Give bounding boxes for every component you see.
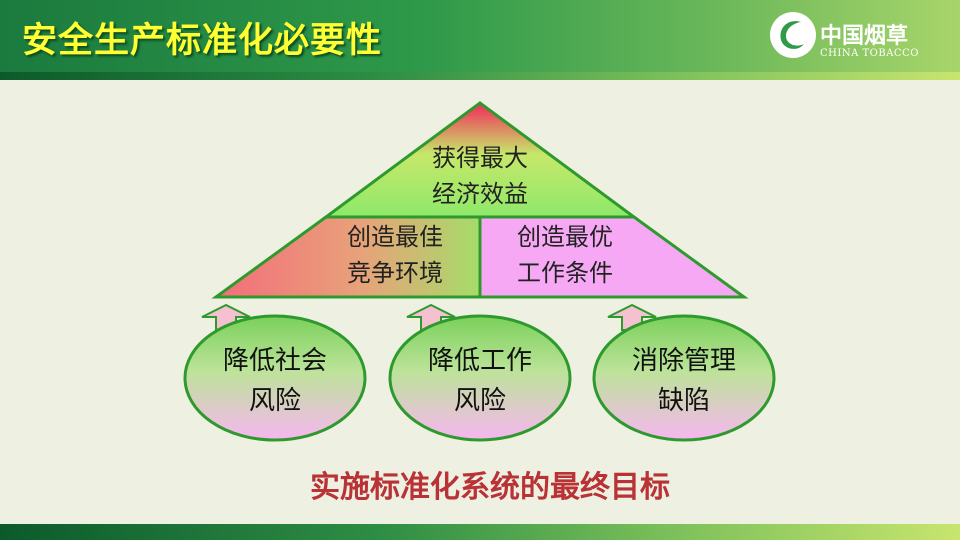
pyramid-top-text: 获得最大 经济效益 — [405, 140, 555, 212]
oval-social-risk-line2: 风险 — [248, 386, 301, 416]
oval-management-defect-text: 消除管理 缺陷 — [599, 341, 769, 421]
logo-cn-text: 中国烟草 — [820, 24, 909, 49]
logo: 中国烟草 CHINA TOBACCO — [768, 10, 948, 66]
oval-management-defect-line2: 缺陷 — [657, 386, 710, 416]
pyramid-right-text: 创造最优 工作条件 — [490, 219, 640, 291]
oval-social-risk-line1: 降低社会 — [222, 346, 327, 376]
oval-social-risk — [183, 314, 367, 442]
bottom-caption: 实施标准化系统的最终目标 — [310, 470, 670, 505]
oval-work-risk-text: 降低工作 风险 — [395, 341, 565, 421]
oval-work-risk-line1: 降低工作 — [427, 346, 532, 376]
oval-management-defect — [592, 314, 776, 442]
china-tobacco-logo-icon — [770, 12, 816, 58]
pyramid-left-line1: 创造最佳 — [347, 223, 443, 251]
pyramid-right-line2: 工作条件 — [517, 259, 613, 287]
oval-management-defect-line1: 消除管理 — [631, 346, 736, 376]
oval-work-risk-line2: 风险 — [453, 386, 506, 416]
pyramid-top-line2: 经济效益 — [432, 180, 528, 208]
pyramid-top-line1: 获得最大 — [432, 144, 528, 172]
oval-social-risk-text: 降低社会 风险 — [190, 341, 360, 421]
header-underline — [0, 72, 960, 80]
logo-en-text: CHINA TOBACCO — [820, 48, 919, 59]
oval-work-risk — [388, 314, 572, 442]
footer-bar — [0, 524, 960, 540]
pyramid-left-line2: 竞争环境 — [347, 259, 443, 287]
slide-title: 安全生产标准化必要性 — [22, 21, 383, 61]
pyramid-right-line1: 创造最优 — [517, 223, 613, 251]
pyramid-right-segment — [478, 215, 749, 299]
pyramid-left-text: 创造最佳 竞争环境 — [320, 219, 470, 291]
